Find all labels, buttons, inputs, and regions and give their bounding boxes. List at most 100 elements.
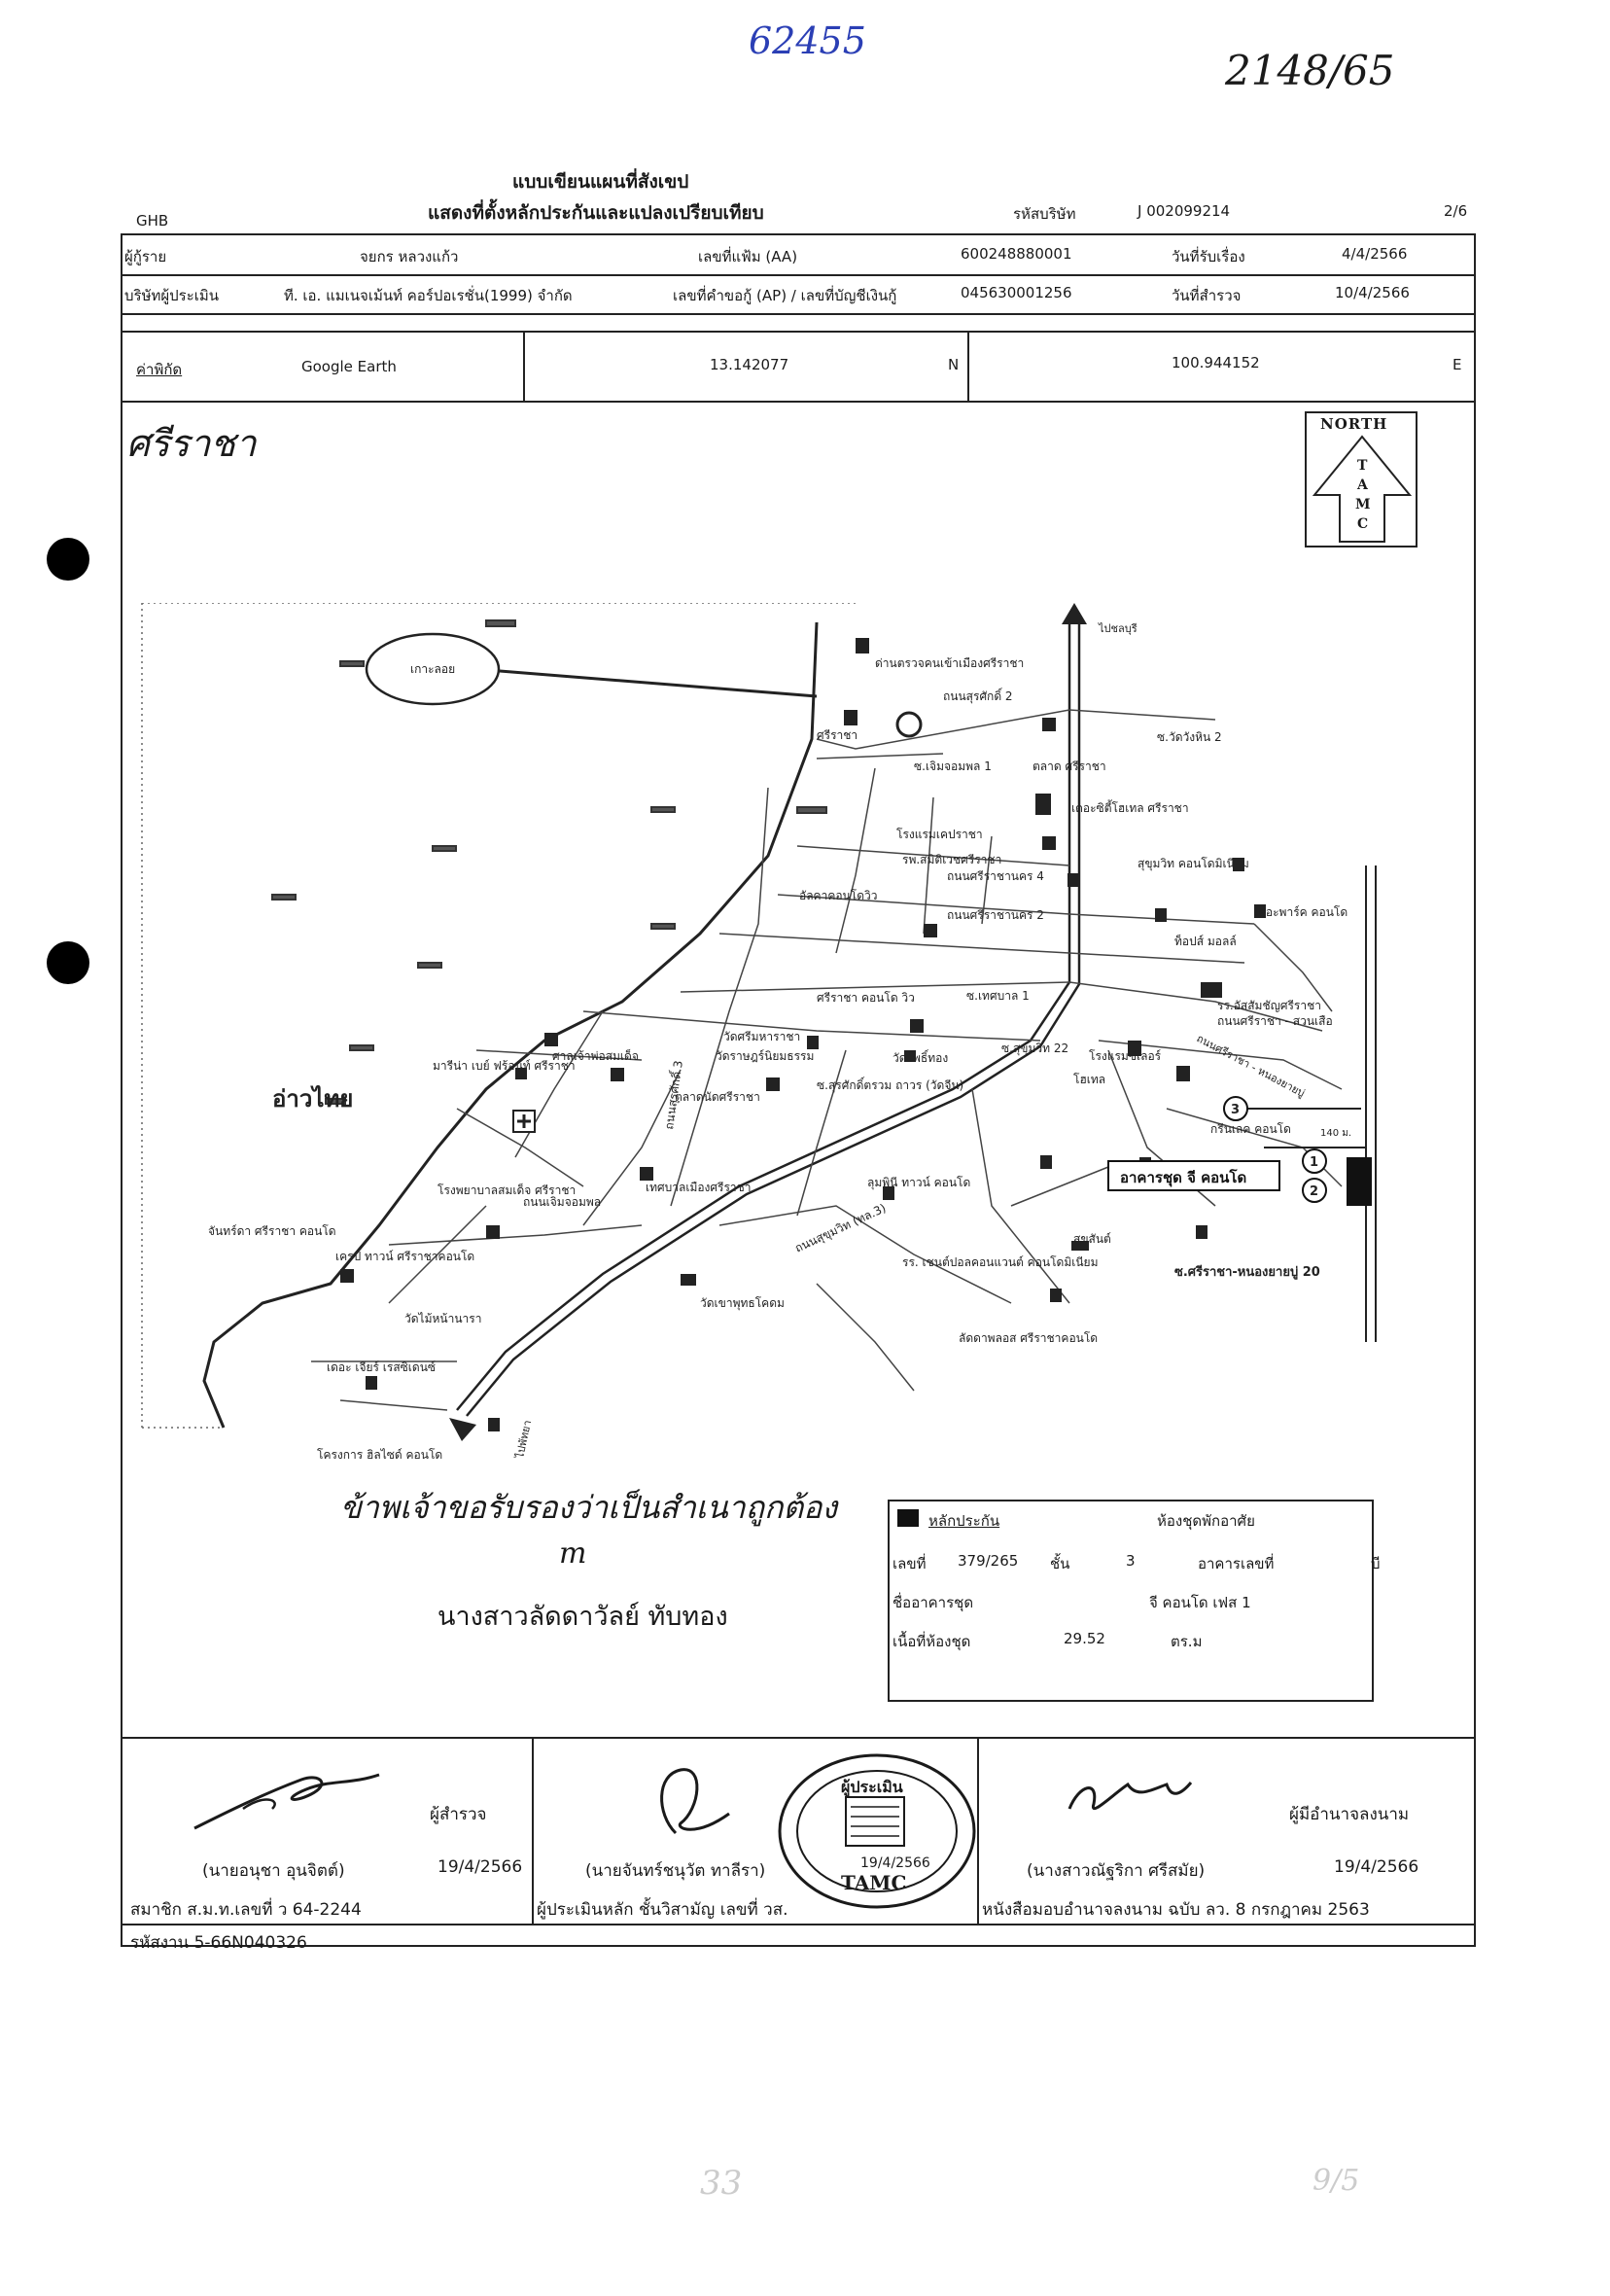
- koh-loi-island: [365, 632, 501, 706]
- map-label-wat-sriracha2: วัดราษฎร์นิยมธรรม: [716, 1049, 814, 1063]
- map-label-wat-sriracha: วัดศรีมหาราชา: [723, 1030, 800, 1043]
- map-label-sriracha-condo-view: ศรีราชา คอนโด วิว: [817, 991, 915, 1005]
- surveyor-role: ผู้สำรวจ: [430, 1805, 487, 1824]
- map-label-hotel2: โฮเทล: [1073, 1073, 1105, 1086]
- map-label-road-sriracha-nongyaibu: ถนนศรีราชา - หนองยายบู่: [1195, 1032, 1308, 1100]
- stamp-date: 19/4/2566: [860, 1855, 930, 1871]
- subject-label-box: [1107, 1160, 1280, 1191]
- collateral-type: ห้องชุดพักอาศัย: [1157, 1512, 1255, 1530]
- request-number-value: 045630001256: [961, 284, 1072, 301]
- north-letter-a: A: [1357, 477, 1368, 493]
- map-label-sukhothai-condo: สุขสันต์: [1073, 1232, 1111, 1247]
- map-label-marina: มารีน่า เบย์ ฟร้อนท์ ศรีราชา: [433, 1059, 576, 1073]
- handwritten-file-number: 2148/65: [1225, 47, 1395, 94]
- stamp-role: ผู้ประเมิน: [841, 1778, 903, 1796]
- authorized-role: ผู้มีอำนาจลงนาม: [1289, 1805, 1410, 1824]
- map-label-road-sriracha-nakhon4: ถนนศรีราชานคร 4: [947, 869, 1044, 883]
- location-map: เกาะลอย ไปชลบุรี ด่านตรวจคนเข้าเมืองศรีร…: [141, 603, 1377, 1462]
- north-letter-t: T: [1357, 458, 1368, 474]
- stamp-company: TAMC: [841, 1871, 907, 1894]
- building-name-label: ชื่ออาคารชุด: [892, 1594, 974, 1611]
- map-label-sukhumvit22: ซ.สุขุมวิท 22: [1001, 1042, 1068, 1056]
- stadium-icon: [895, 711, 923, 738]
- form-title: แบบเขียนแผนที่สังเขป: [512, 171, 689, 193]
- building-label: อาคารเลขที่: [1198, 1555, 1275, 1572]
- map-label-road-sriracha-suanseua: ถนนศรีราชา - สวนเสือ: [1217, 1014, 1333, 1028]
- map-label-khao-condo: อัลคาคอนโดวิว: [799, 889, 877, 902]
- road-network: [311, 709, 1343, 1411]
- map-label-soi-surasak: ซ.สุรศักดิ์ตรวม ถาวร (วัดจีน): [817, 1077, 963, 1093]
- collateral-legend-icon: [897, 1509, 919, 1527]
- building-icons: [340, 638, 1266, 1431]
- area-value: 29.52: [1064, 1630, 1105, 1647]
- map-label-port: ด่านตรวจคนเข้าเมืองศรีราชา: [875, 656, 1024, 670]
- handwritten-initials: m: [559, 1537, 587, 1571]
- form-frame: [121, 233, 1476, 1947]
- file-number-label: เลขที่แฟ้ม (AA): [698, 248, 798, 265]
- map-label-sriracha: ศรีราชา: [817, 728, 858, 742]
- company-code-value: J 002099214: [1138, 202, 1231, 220]
- latitude-direction: N: [948, 356, 960, 373]
- surveyor-date: 19/4/2566: [438, 1857, 523, 1877]
- authorized-note: หนังสือมอบอำนาจลงนาม ฉบับ ลว. 8 กรกฎาคม …: [982, 1900, 1370, 1920]
- marker-3-label: 3: [1231, 1103, 1240, 1117]
- area-label: เนื้อที่ห้องชุด: [892, 1633, 971, 1650]
- map-label-craft-town: เครป ทาวน์ ศรีราชาคอนโด: [335, 1250, 474, 1263]
- map-label-lakeview: ลัดดาพลอส ศรีราชาคอนโด: [959, 1331, 1098, 1345]
- map-label-soi-choemchomphon: ซ.เจิมจอมพล 1: [914, 759, 992, 773]
- request-number-label: เลขที่คำขอกู้ (AP) / เลขที่บัญชีเงินกู้: [673, 287, 897, 304]
- map-label-municipal: เทศบาลเมืองศรีราชา: [646, 1181, 752, 1194]
- appraiser-value: ที. เอ. แมเนจเม้นท์ คอร์ปอเรชั่น(1999) จ…: [284, 287, 573, 304]
- survey-date-label: วันที่สำรวจ: [1172, 287, 1242, 304]
- authorized-signature: [1068, 1782, 1193, 1811]
- north-letter-m: M: [1355, 497, 1371, 512]
- coastline: [202, 621, 819, 1429]
- map-label-road-surasak2: ถนนสุรศักดิ์ 2: [943, 688, 1013, 704]
- map-label-to-chonburi: ไปชลบุรี: [1098, 622, 1138, 635]
- map-label-soi-thetsaban1: ซ.เทศบาล 1: [966, 989, 1030, 1003]
- punch-hole: [47, 538, 89, 581]
- map-label-road-choemchomphon: ถนนเจิมจอมพล: [523, 1195, 601, 1209]
- authorized-date: 19/4/2566: [1334, 1857, 1419, 1877]
- appraiser-signature: [660, 1768, 730, 1835]
- building-value: บี: [1371, 1555, 1381, 1572]
- handwritten-reference: 62455: [749, 19, 866, 62]
- surveyor-license: สมาชิก ส.ม.ท.เลขที่ ว 64-2244: [130, 1900, 362, 1920]
- applicant-label: ผู้กู้ราย: [124, 248, 167, 265]
- collateral-legend-label: หลักประกัน: [928, 1512, 1000, 1530]
- handwritten-map-title: ศรีราชา: [126, 422, 257, 465]
- map-label-to-pattaya: ไปพัทยา: [513, 1419, 534, 1460]
- area-unit: ตร.ม: [1171, 1633, 1203, 1650]
- map-label-wat-klang: วัดโพธิ์ทอง: [892, 1049, 948, 1065]
- map-label-the-parco: เดอะพาร์ค คอนโด: [1254, 905, 1348, 919]
- received-date-label: วันที่รับเรื่อง: [1172, 248, 1245, 265]
- form-subtitle: แสดงที่ตั้งหลักประกันและแปลงเปรียบเทียบ: [428, 202, 764, 224]
- map-label-shrine: ศาลเจ้าพ่อสมเด็จ: [552, 1048, 639, 1063]
- map-label-chanrada: จันทร์ดา ศรีราชา คอนโด: [208, 1224, 336, 1238]
- marker-1-label: 1: [1310, 1155, 1318, 1170]
- north-arrow-icon: [1312, 435, 1413, 543]
- map-label-lumpini: ลุมพินี ทาวน์ คอนโด: [867, 1176, 970, 1190]
- arrow-to-chonburi: [1062, 603, 1087, 624]
- deed-label: เลขที่: [892, 1555, 927, 1572]
- map-label-gulf: อ่าวไทย: [272, 1084, 353, 1113]
- floor-label: ชั้น: [1050, 1555, 1070, 1572]
- company-code-label: รหัสบริษัท: [1013, 205, 1076, 223]
- subject-label: อาคารชุด จี คอนโด: [1120, 1168, 1246, 1187]
- longitude-value: 100.944152: [1172, 354, 1260, 371]
- punch-hole: [47, 941, 89, 984]
- map-label-soi-wat-wang-hin: ซ.วัดวังหิน 2: [1157, 730, 1222, 744]
- faint-bleed-left: 33: [700, 2164, 743, 2203]
- map-label-the-sky: เดอะ เจียร์ เรสซิเดนซ์: [327, 1360, 436, 1374]
- coordinates-source: Google Earth: [301, 358, 397, 375]
- faint-bleed-right: 9/5: [1312, 2164, 1360, 2198]
- building-name-value: จี คอนโด เฟส 1: [1149, 1594, 1251, 1611]
- north-label: NORTH: [1320, 415, 1388, 433]
- survey-date-value: 10/4/2566: [1335, 284, 1410, 301]
- north-arrow-box: NORTH T A M C: [1305, 411, 1418, 548]
- deed-value: 379/265: [958, 1552, 1019, 1570]
- map-label-hospital-sriracha: โรงพยาบาลสมเด็จ ศรีราชา: [438, 1183, 576, 1197]
- company-stamp: ผู้ประเมิน 19/4/2566 TAMC: [773, 1748, 982, 1914]
- arrow-to-pattaya: [449, 1418, 476, 1441]
- handwritten-certification: ข้าพเจ้าขอรับรองว่าเป็นสำเนาถูกต้อง: [340, 1489, 837, 1526]
